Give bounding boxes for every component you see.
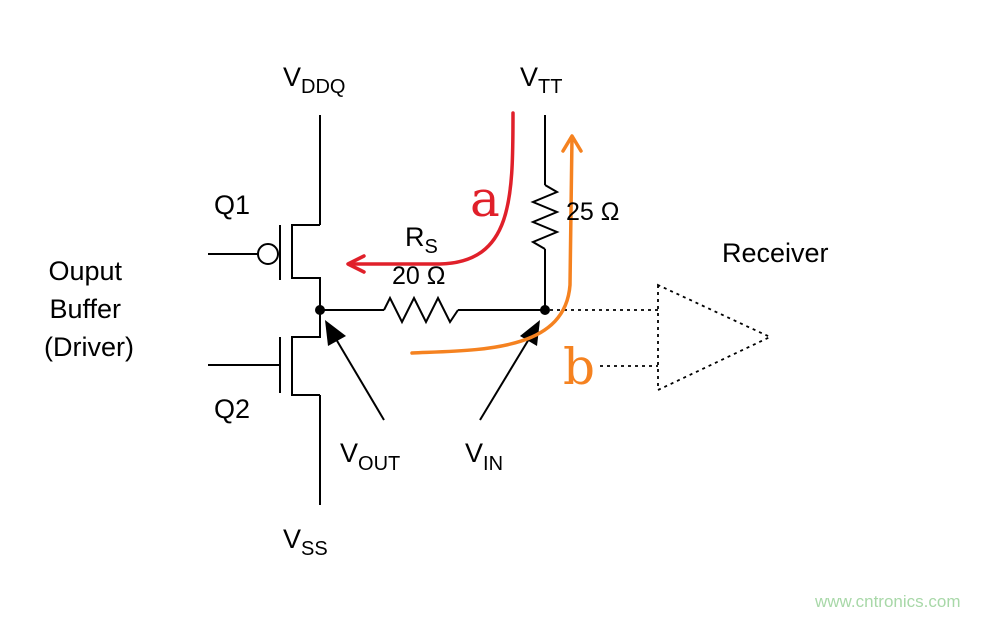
q2-label: Q2 [214, 394, 250, 424]
rs-label: RS [405, 222, 438, 258]
vout-pointer-arrow [325, 320, 385, 421]
receiver-label: Receiver [722, 238, 829, 268]
vddq-label: VDDQ [283, 62, 345, 98]
termination-resistor [530, 115, 560, 310]
q1-pmos-transistor [208, 224, 321, 310]
vin-pointer-arrow [479, 320, 540, 421]
path-a-label: a [470, 170, 500, 228]
series-resistor-rs [320, 295, 545, 325]
driver-label: Ouput Buffer (Driver) [44, 256, 134, 362]
current-path-a [346, 111, 515, 274]
vtt-label: VTT [520, 62, 562, 98]
receiver-buffer-symbol [550, 283, 773, 392]
vss-label: VSS [283, 524, 328, 560]
vout-node-dot [315, 305, 325, 315]
vout-label: VOUT [340, 438, 400, 475]
vin-label: VIN [465, 438, 503, 475]
q2-nmos-transistor [208, 310, 321, 396]
rs-value-label: 20 Ω [392, 262, 445, 290]
path-b-label: b [563, 338, 595, 396]
rt-value-label: 25 Ω [566, 198, 619, 226]
q1-label: Q1 [214, 190, 250, 220]
vin-node-dot [540, 305, 550, 315]
current-path-b [410, 134, 583, 355]
watermark: www.cntronics.com [814, 592, 960, 611]
